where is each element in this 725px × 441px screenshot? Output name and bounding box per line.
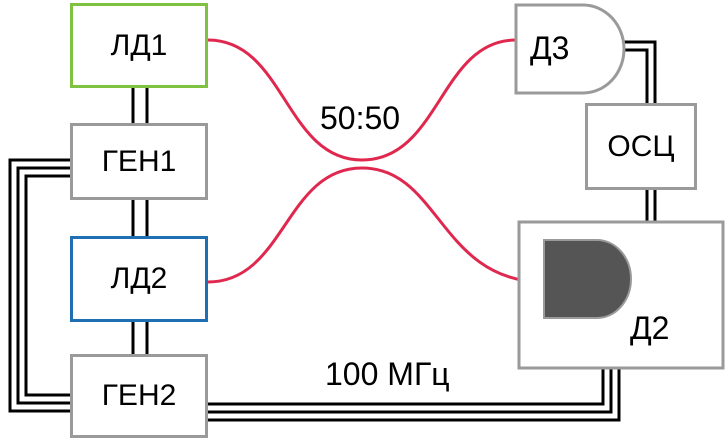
frequency-label: 100 МГц xyxy=(325,356,450,392)
oscilloscope-label: ОСЦ xyxy=(607,129,675,163)
generator-gen2-label: ГЕН2 xyxy=(101,379,177,412)
laser-ld2-label: ЛД2 xyxy=(110,262,168,295)
cable-d3-osc xyxy=(624,40,657,103)
generator-gen1-box: ГЕН1 xyxy=(70,123,208,200)
laser-ld2-box: ЛД2 xyxy=(70,236,208,322)
fiber-coupler xyxy=(207,38,545,284)
generator-gen1-label: ГЕН1 xyxy=(101,144,177,178)
cable-gen2-d2 xyxy=(208,368,621,422)
cable-gen1-gen2-loop xyxy=(8,158,71,413)
fiber-d3-output xyxy=(361,38,517,162)
fiber-ld2-input xyxy=(207,166,363,284)
detector-d3-label: Д3 xyxy=(530,30,570,66)
oscilloscope-box: ОСЦ xyxy=(585,103,697,190)
detector-d3-shape xyxy=(514,3,626,95)
cable-gen1-ld2 xyxy=(131,200,149,236)
cable-osc-d2 xyxy=(645,190,657,222)
cable-ld1-gen1 xyxy=(131,88,149,123)
detector-d2-element xyxy=(543,239,632,319)
detector-d2-label: Д2 xyxy=(630,310,670,346)
cable-ld2-gen2 xyxy=(131,322,149,354)
laser-ld1-label: ЛД1 xyxy=(110,28,168,62)
fiber-d2-output xyxy=(361,166,545,284)
coupler-ratio-label: 50:50 xyxy=(320,100,401,136)
generator-gen2-box: ГЕН2 xyxy=(70,354,208,438)
laser-ld1-box: ЛД1 xyxy=(70,3,208,88)
fiber-ld1-input xyxy=(207,38,363,162)
